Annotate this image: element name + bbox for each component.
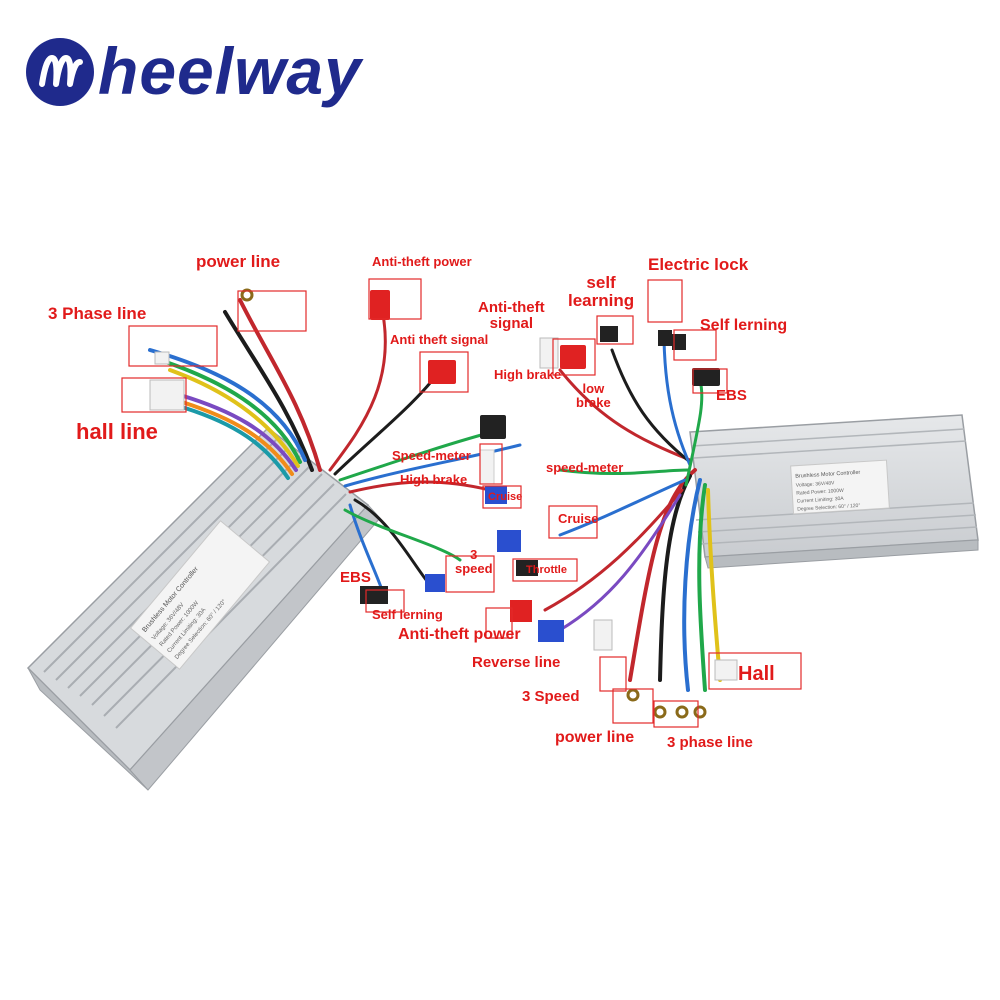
label-anti-theft-signal-left: Anti theft signal [390, 332, 489, 347]
left-controller: Brushless Motor Controller Voltage: 36V/… [26, 427, 381, 791]
label-ebs-right: EBS [716, 387, 747, 404]
brand-logo-mark [26, 38, 94, 106]
label-reverse-line: Reverse line [472, 654, 561, 671]
svg-text:Brushless Motor Controller: Brushless Motor Controller [795, 470, 861, 480]
label-self-learning: self learning [568, 273, 635, 310]
label-anti-theft-power-bottom: Anti-theft power [398, 626, 521, 643]
label-electric-lock: Electric lock [648, 255, 749, 274]
label-3-speed-left: 3 speed [455, 547, 493, 576]
label-3-speed-right: 3 Speed [522, 688, 580, 705]
right-controller: Brushless Motor Controller Voltage: 36V/… [689, 414, 979, 569]
label-ebs-left: EBS [340, 569, 371, 586]
label-3-phase-line-left: 3 Phase line [48, 304, 147, 323]
svg-text:Degree Selection: 60° / 120°: Degree Selection: 60° / 120° [797, 503, 860, 513]
label-power-line-right: power line [555, 729, 635, 746]
svg-text:Voltage: 36V/48V: Voltage: 36V/48V [796, 480, 836, 488]
label-3-phase-line-right: 3 phase line [667, 734, 753, 751]
label-anti-theft-power-top: Anti-theft power [372, 254, 472, 269]
brand-wordmark: heelway [98, 34, 362, 108]
label-high-brake-right: High brake [494, 367, 562, 382]
label-throttle: Throttle [526, 564, 567, 576]
label-self-lerning-left: Self lerning [372, 607, 443, 622]
label-speed-meter-left: Speed-meter [392, 448, 471, 463]
svg-text:Current Limiting: 30A: Current Limiting: 30A [797, 496, 845, 505]
annotation-boxes [121, 278, 802, 728]
label-hall-line: hall line [76, 419, 158, 444]
label-cruise-right: Cruise [558, 511, 599, 526]
label-cruise-small: Cruise [488, 491, 523, 503]
label-anti-theft-signal-right: Anti-theft signal [478, 299, 545, 332]
label-hall-right: Hall [738, 663, 775, 685]
label-speed-meter-right: speed-meter [546, 460, 624, 475]
right-wire-harness [543, 338, 722, 692]
label-low-brake: low brake [576, 381, 611, 410]
svg-text:Rated Power: 1000W: Rated Power: 1000W [796, 488, 844, 497]
right-controller-sticker: Brushless Motor Controller Voltage: 36V/… [790, 459, 890, 515]
label-power-line-left: power line [196, 252, 281, 271]
label-self-lerning-right: Self lerning [700, 317, 788, 334]
label-high-brake-left: High brake [400, 472, 468, 487]
